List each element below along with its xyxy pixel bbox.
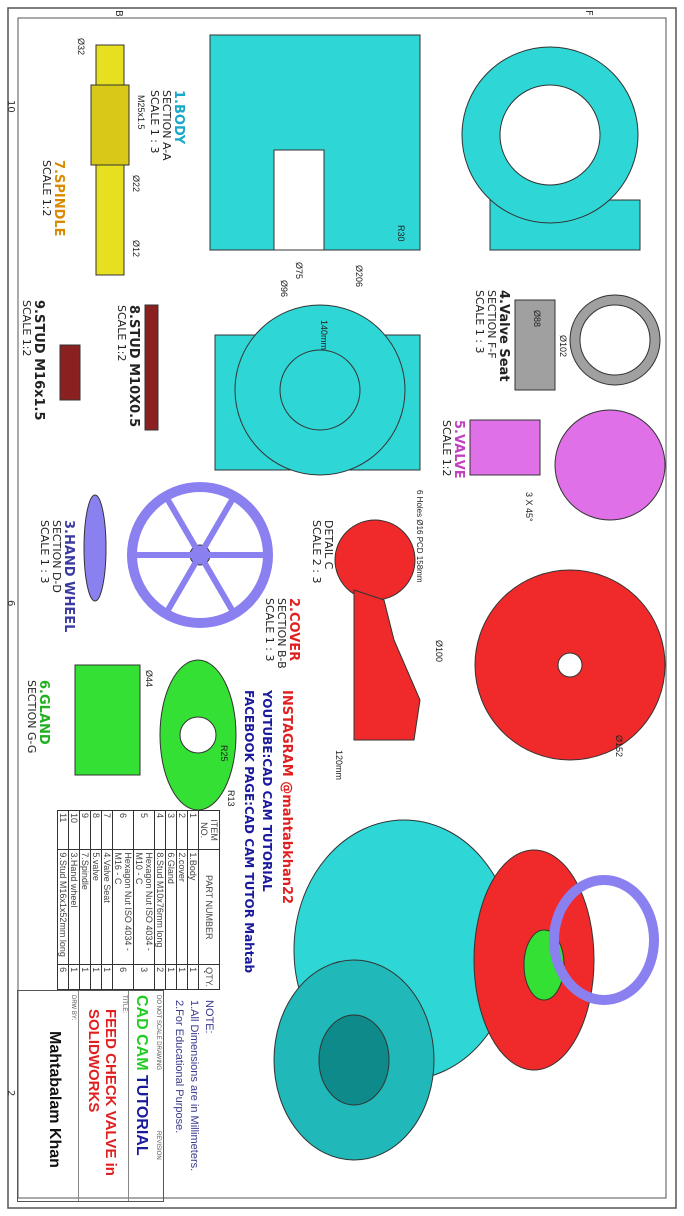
bom-cell: 6 bbox=[57, 964, 69, 990]
drawing-title: FEED CHECK VALVE in SOLIDWORKS bbox=[85, 1009, 119, 1176]
dimension-body-od: Ø206 bbox=[354, 265, 364, 288]
bom-cell: 5.valve bbox=[90, 849, 102, 965]
spindle-thread bbox=[90, 84, 130, 166]
bom-cell: 11 bbox=[57, 810, 69, 850]
assembly-wheel bbox=[549, 875, 659, 1005]
dimension-120mm: 120mm bbox=[334, 750, 344, 781]
valve-side bbox=[469, 419, 541, 476]
valve-seat-section bbox=[514, 299, 556, 391]
notes: NOTE: 1.All Dimensions are in Millimeter… bbox=[173, 1000, 215, 1172]
bom-cell: 5 bbox=[133, 810, 155, 850]
bom-cell: 4.Valve Seat bbox=[101, 849, 113, 965]
instagram-text: INSTAGRAM @mahtabkhan22 bbox=[279, 690, 294, 905]
hand-wheel-section bbox=[83, 494, 107, 602]
detail-c bbox=[334, 519, 416, 601]
bom-cell: 8.Stud M10x76mm long bbox=[154, 849, 166, 965]
gland-section bbox=[74, 664, 141, 776]
bom-cell: 1 bbox=[79, 964, 91, 990]
dimension-spindle-thread: M25x1.5 bbox=[136, 95, 146, 130]
dimension-spindle-tip: Ø12 bbox=[131, 240, 141, 258]
bom-cell: 3 bbox=[165, 810, 177, 850]
bom-cell: Hexagon Nut ISO 4034 - M10 - C bbox=[133, 849, 155, 965]
dimension-spindle-head: Ø32 bbox=[76, 38, 86, 56]
bom-cell: 2.cover bbox=[176, 849, 188, 965]
dimension-body-seat: Ø96 bbox=[279, 280, 289, 298]
bom-cell: 3 bbox=[133, 964, 155, 990]
bom-cell: 9 bbox=[79, 810, 91, 850]
cover-section bbox=[353, 589, 421, 741]
bom-cell: 1 bbox=[176, 964, 188, 990]
bom-cell: 1.Body bbox=[187, 849, 199, 965]
bom-cell: 6 bbox=[112, 964, 134, 990]
stud-m10 bbox=[144, 304, 159, 431]
dimension-140mm: 140mm bbox=[319, 320, 329, 351]
facebook-text: FACEBOOK PAGE:CAD CAM TUTOR Mahtab bbox=[242, 690, 256, 974]
bom-cell: 1 bbox=[187, 810, 199, 850]
bom-cell: 1 bbox=[101, 964, 113, 990]
bom-cell: 6 bbox=[112, 810, 134, 850]
title-block: DO NOT SCALE DRAWING REVISION CAD CAM TU… bbox=[17, 990, 164, 1202]
bom-cell: 1 bbox=[187, 964, 199, 990]
dimension-gland-dia: Ø44 bbox=[144, 670, 154, 688]
stud-m16 bbox=[59, 344, 81, 401]
hand-wheel-view bbox=[127, 482, 273, 628]
bom-cell: 1 bbox=[165, 964, 177, 990]
bom-cell: 10 bbox=[68, 810, 80, 850]
bom-cell: 9.Stud M16x1x52mm long bbox=[57, 849, 69, 965]
dimension-cover-pcd: Ø152 bbox=[614, 735, 624, 758]
dimension-cover-dia: Ø100 bbox=[434, 640, 444, 663]
sheet-border bbox=[7, 7, 677, 1209]
inner-border bbox=[17, 17, 667, 1199]
dimension-gland-r25: R25 bbox=[219, 745, 229, 762]
dimension-valve-chamfer: 3 X 45° bbox=[524, 492, 534, 522]
youtube-text: YOUTUBE:CAD CAM TUTORIAL bbox=[260, 690, 274, 892]
bom-cell: 8 bbox=[90, 810, 102, 850]
bom-cell: 2 bbox=[176, 810, 188, 850]
dimension-spindle-dia: Ø22 bbox=[131, 175, 141, 193]
dimension-seat-od: Ø102 bbox=[558, 335, 568, 358]
drawn-by: Mahtabalam Khan bbox=[46, 1031, 63, 1168]
bom-cell: Hexagon Nut ISO 4034 - M16 - C bbox=[112, 849, 134, 965]
dimension-body-bore: Ø75 bbox=[294, 262, 304, 280]
dimension-gland-r13: R13 bbox=[226, 790, 236, 807]
bom-cell: 2 bbox=[154, 964, 166, 990]
valve-top bbox=[554, 409, 666, 521]
bom-cell: 7 bbox=[101, 810, 113, 850]
bom-cell: 3.Hand wheel bbox=[68, 849, 80, 965]
bom-cell: 7.Spindle bbox=[79, 849, 91, 965]
dimension-seat-dia: Ø88 bbox=[532, 310, 542, 328]
bom-cell: 6.Gland bbox=[165, 849, 177, 965]
bom-cell: 1 bbox=[90, 964, 102, 990]
bom-cell: 4 bbox=[154, 810, 166, 850]
bom-cell: 1 bbox=[68, 964, 80, 990]
dimension-body-radius: R30 bbox=[396, 225, 406, 242]
dimension-holes: 6 Holes Ø16 PCD 158mm bbox=[415, 490, 424, 583]
